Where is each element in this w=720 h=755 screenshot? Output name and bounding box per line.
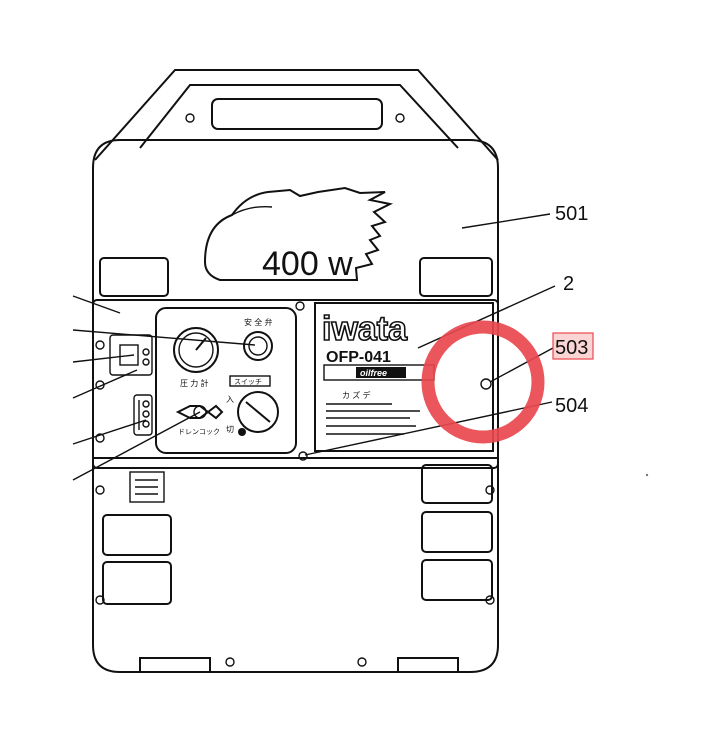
callout-503: 503 [555, 337, 588, 359]
stray-dot [645, 473, 649, 477]
name-plate: iwata OFP-041 oilfree カ ズ デ [314, 302, 494, 452]
power-switch-dial[interactable] [237, 391, 279, 433]
brand-logo: iwata [322, 310, 408, 348]
switch-off-label: 切 [226, 425, 234, 434]
callout-2: 2 [563, 273, 574, 295]
motor-logo: 400 w [203, 186, 394, 283]
housing-outline [92, 139, 499, 673]
panel-screw-bottom [298, 451, 308, 461]
switch-label: スイッチ [234, 378, 262, 386]
highlight-ring [421, 320, 545, 444]
switch-label-plate [229, 375, 271, 387]
power-rating-label: 400 w [262, 245, 353, 283]
safety-valve-label: 安 全 弁 [244, 317, 272, 327]
gauge-subpanel [155, 307, 297, 454]
oilfree-badge: oilfree [360, 368, 387, 378]
lower-left-area [95, 471, 172, 605]
switch-on-label: 入 [226, 395, 234, 404]
callout-503-highlight-box [552, 332, 594, 360]
plate-caption: カ ズ デ [342, 390, 370, 400]
drain-valve-label: ドレンコック [178, 428, 220, 436]
lower-right-area [421, 464, 495, 605]
control-panel: 圧 力 計 安 全 弁 スイッチ 入 切 ドレンコック [92, 299, 499, 469]
pressure-gauge [173, 327, 219, 373]
upper-right-grip [419, 257, 493, 297]
carry-handle [94, 69, 499, 161]
warning-label [129, 471, 165, 503]
switch-indicator-dot [238, 428, 246, 436]
plate-screw-503 [480, 378, 492, 390]
left-leader-lines [72, 295, 256, 481]
panel-screw-top [295, 301, 305, 311]
feet [139, 657, 459, 673]
upper-left-grip [99, 257, 169, 297]
model-number: OFP-041 [326, 349, 391, 366]
callout-501: 501 [555, 203, 588, 225]
callout-504: 504 [555, 395, 588, 417]
drain-valve[interactable] [175, 404, 224, 420]
safety-valve-knob[interactable] [243, 331, 273, 361]
pressure-gauge-label: 圧 力 計 [180, 378, 208, 388]
